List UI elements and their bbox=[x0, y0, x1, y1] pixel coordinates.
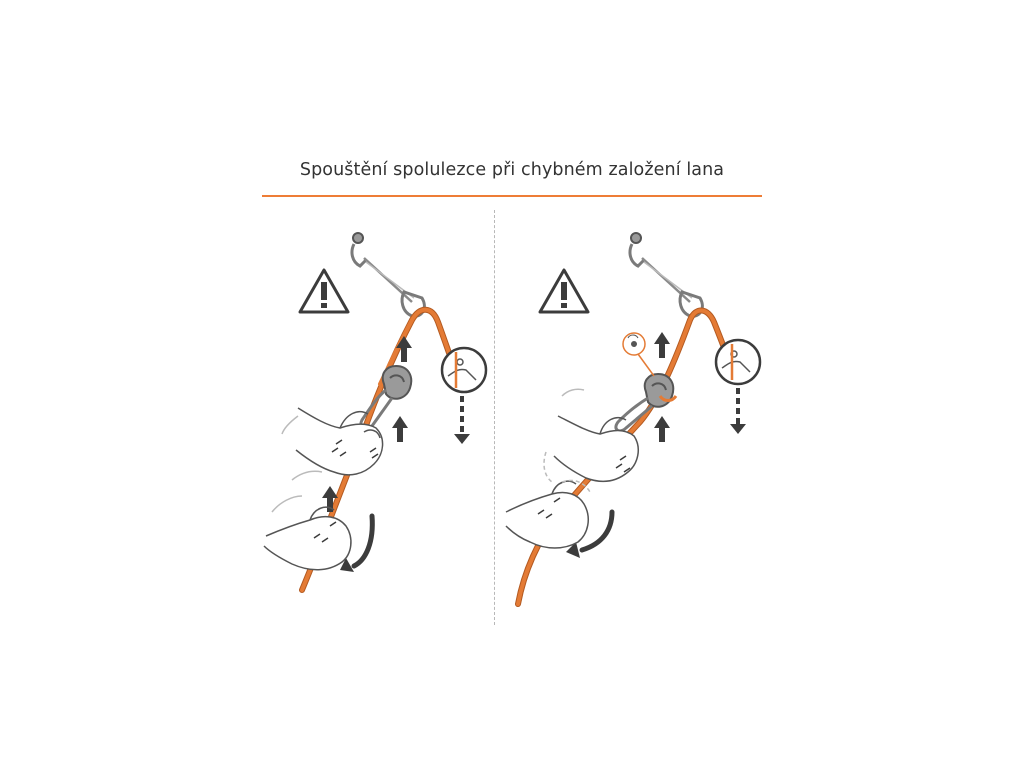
anchor-icon bbox=[628, 232, 704, 318]
left-scene bbox=[263, 232, 488, 593]
detail-callout-icon bbox=[622, 332, 655, 377]
warning-icon bbox=[298, 268, 350, 314]
lowering-arrow-icon bbox=[454, 396, 470, 444]
pull-arrow-icon bbox=[340, 513, 375, 572]
figure-title: Spouštění spolulezce při chybném založen… bbox=[299, 160, 725, 180]
anchor-icon bbox=[350, 232, 426, 318]
pull-arrow-icon bbox=[566, 509, 615, 558]
hand-icon bbox=[543, 388, 640, 483]
up-arrows-icon bbox=[322, 336, 412, 512]
figure-panel: Spouštění spolulezce při chybném založen… bbox=[262, 152, 762, 632]
panel-divider bbox=[494, 210, 495, 625]
right-scene bbox=[505, 232, 762, 607]
hand-icon bbox=[263, 470, 352, 571]
up-arrows-icon bbox=[654, 332, 670, 442]
lowering-arrow-icon bbox=[730, 388, 746, 434]
warning-icon bbox=[538, 268, 590, 314]
title-underline bbox=[262, 195, 762, 197]
hand-icon bbox=[505, 479, 591, 549]
belay-device-icon bbox=[381, 364, 413, 400]
fallen-climber-icon bbox=[440, 346, 488, 394]
belay-device-icon bbox=[643, 372, 678, 408]
hand-icon bbox=[281, 407, 384, 476]
fallen-climber-icon bbox=[714, 338, 762, 386]
illustration bbox=[263, 232, 762, 607]
